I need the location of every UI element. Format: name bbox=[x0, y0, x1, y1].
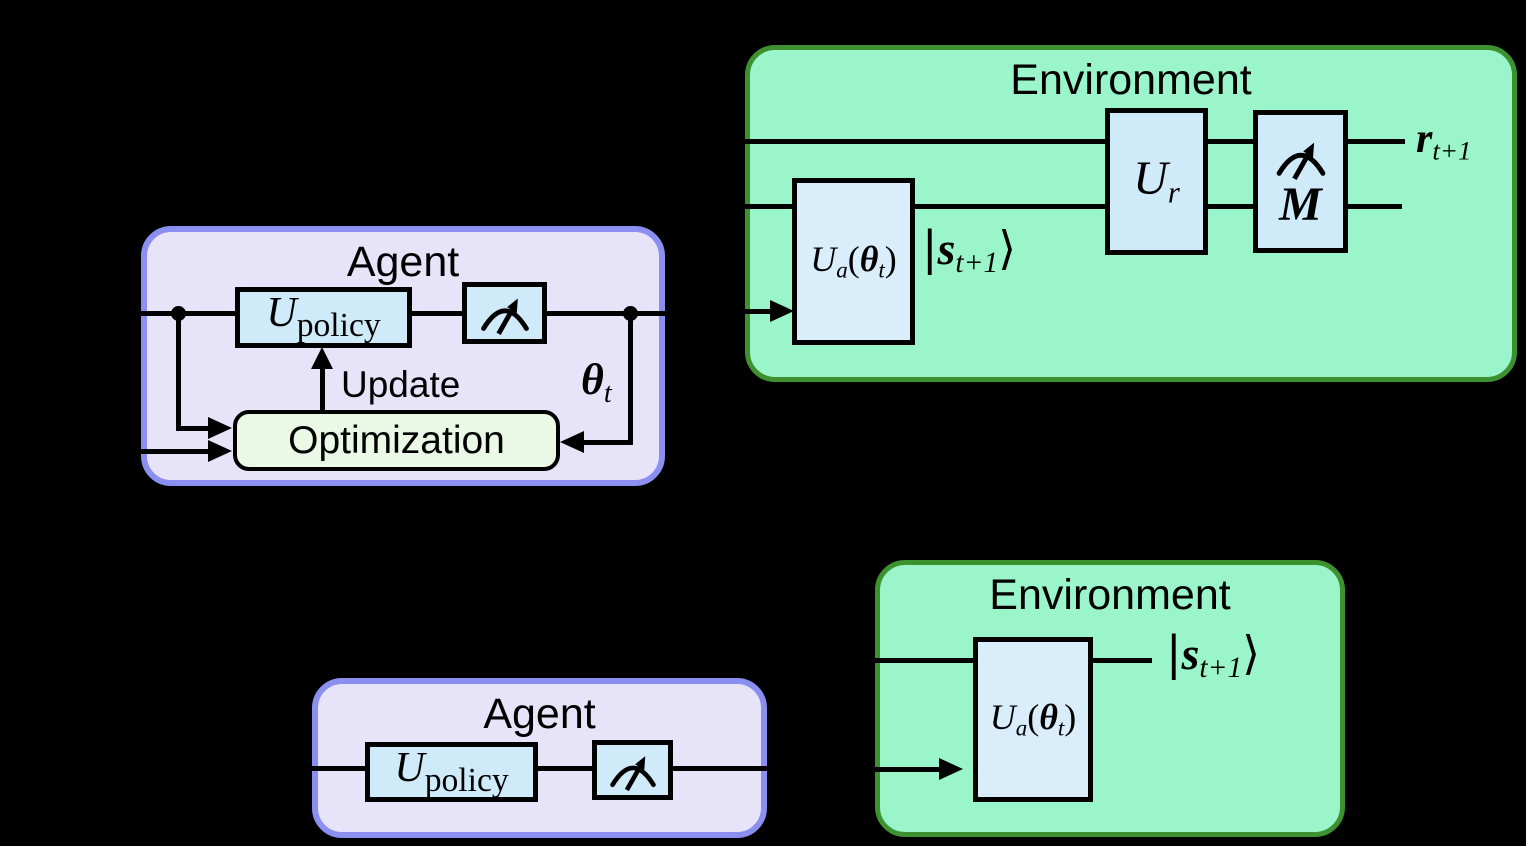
agent-title: Agent bbox=[346, 238, 460, 286]
arrowhead-icon bbox=[208, 440, 232, 462]
theta-label: θt bbox=[581, 355, 612, 409]
wire bbox=[176, 426, 212, 431]
wire bbox=[745, 204, 1402, 209]
environment-title: Environment bbox=[1010, 56, 1252, 104]
gate-upolicy: Upolicy bbox=[235, 287, 412, 348]
gate-ua: Ua(θt) bbox=[792, 178, 915, 345]
agent-title: Agent bbox=[483, 690, 596, 738]
wire bbox=[312, 766, 767, 771]
environment-title: Environment bbox=[989, 571, 1231, 619]
gate-ur: Ur bbox=[1105, 108, 1208, 255]
state-ket-label: |st+1⟩ bbox=[922, 221, 1017, 280]
wire bbox=[875, 767, 941, 772]
gate-m-label: M bbox=[1279, 177, 1322, 231]
wire bbox=[141, 449, 212, 454]
gate-ua-label: Ua(θt) bbox=[989, 697, 1077, 741]
measurement-meter-icon bbox=[480, 298, 529, 335]
wire bbox=[320, 364, 325, 412]
arrowhead-icon bbox=[311, 347, 333, 369]
gate-ua: Ua(θt) bbox=[973, 637, 1093, 802]
gate-measurement bbox=[592, 740, 673, 800]
state-ket-label: |st+1⟩ bbox=[1166, 626, 1261, 685]
gate-ua-label: Ua(θt) bbox=[810, 239, 897, 283]
arrowhead-icon bbox=[560, 431, 584, 453]
measurement-meter-icon bbox=[1276, 142, 1325, 180]
environment-panel-bottom: Environment bbox=[875, 560, 1345, 837]
gate-upolicy-label: Upolicy bbox=[266, 290, 381, 345]
wire bbox=[584, 440, 633, 445]
gate-upolicy: Upolicy bbox=[365, 742, 538, 802]
arrowhead-icon bbox=[770, 300, 794, 322]
gate-m-measurement: M bbox=[1253, 110, 1348, 253]
optimization-box: Optimization bbox=[233, 410, 560, 471]
gate-measurement bbox=[462, 282, 547, 344]
arrowhead-icon bbox=[208, 417, 232, 439]
arrowhead-icon bbox=[939, 758, 963, 780]
reward-label: rt+1 bbox=[1416, 116, 1472, 166]
wire bbox=[176, 313, 181, 430]
gate-ur-label: Ur bbox=[1133, 151, 1180, 210]
measurement-meter-icon bbox=[609, 755, 656, 791]
gate-upolicy-label: Upolicy bbox=[394, 744, 509, 799]
wire bbox=[745, 139, 1405, 144]
wire bbox=[745, 309, 777, 314]
agent-panel-bottom: Agent bbox=[312, 678, 767, 838]
wire bbox=[628, 313, 633, 444]
update-label: Update bbox=[341, 364, 461, 405]
optimization-label: Optimization bbox=[288, 418, 505, 462]
